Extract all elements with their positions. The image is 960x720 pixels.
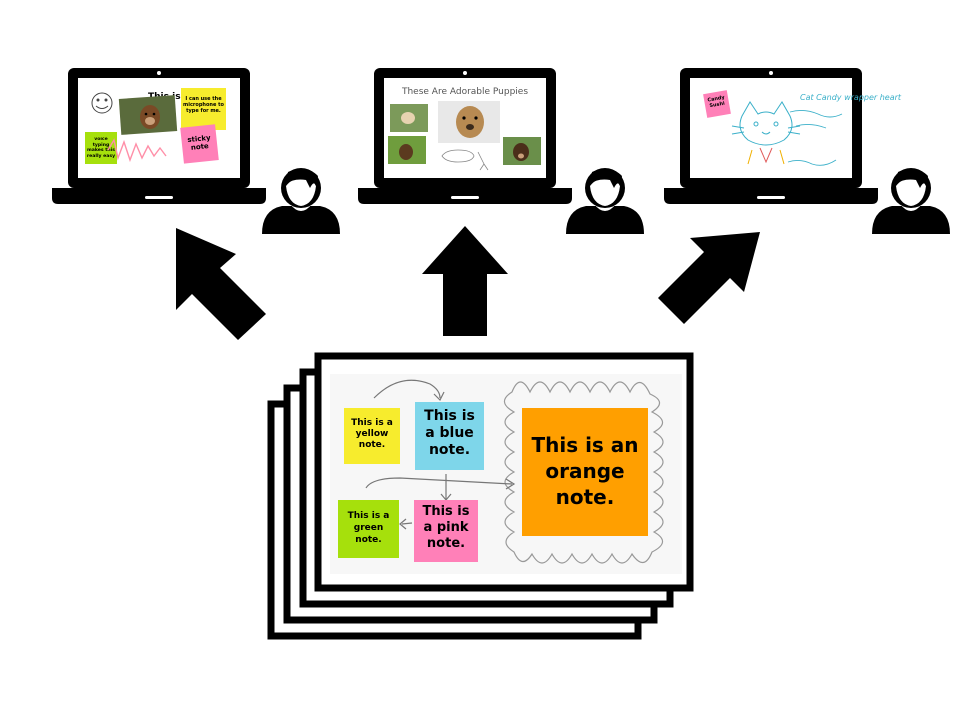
green-note: This is a green note.	[338, 500, 399, 558]
screen-middle-title: These Are Adorable Puppies	[401, 87, 528, 97]
screen-left-green-note-text: voice typing makes this really easy	[86, 137, 116, 159]
green-note-text: This is a green note.	[347, 511, 390, 545]
orange-note-text: This is an orange note.	[531, 433, 639, 509]
pink-note: This is a pink note.	[414, 500, 478, 562]
screen-content-middle: These Are Adorable Puppies	[388, 87, 541, 171]
yellow-note-text: This is a yellow note.	[351, 418, 393, 450]
laptop-icon	[52, 68, 266, 204]
screen-right-scribble	[787, 109, 843, 166]
arrow-right	[658, 232, 760, 324]
screen-content-right: Candy Sushi Cat Candy wrapper heart	[703, 90, 902, 166]
screen-left-scribble	[107, 138, 167, 163]
screen-content-left: This is I can use the microphone to type…	[85, 88, 226, 164]
puppy-photo	[503, 137, 541, 165]
puppy-photo	[388, 136, 426, 164]
laptop-icon	[664, 68, 878, 204]
person-icon	[262, 168, 340, 234]
arrow-left	[176, 228, 266, 340]
laptop-left: This is I can use the microphone to type…	[52, 68, 266, 204]
puppy-photo	[438, 101, 500, 143]
screen-left-yellow-note-text: I can use the microphone to type for me.	[183, 96, 224, 114]
cat-drawing	[731, 101, 801, 165]
laptop-right: Candy Sushi Cat Candy wrapper heart	[664, 68, 902, 204]
person-icon	[872, 168, 950, 234]
screen-left-green-note	[85, 132, 117, 164]
smiley-icon	[91, 92, 113, 114]
blue-note-text: This is a blue note.	[424, 408, 475, 458]
orange-note: This is an orange note.	[522, 408, 648, 536]
screen-middle-scribble	[441, 149, 489, 171]
screen-right-pink-note-text: Candy Sushi	[707, 94, 726, 110]
person-icon	[566, 168, 644, 234]
yellow-note: This is a yellow note.	[344, 408, 400, 464]
screen-right-handwriting: Cat Candy wrapper heart	[800, 93, 902, 102]
arrow-middle	[422, 226, 508, 336]
pink-note-text: This is a pink note.	[422, 504, 470, 551]
screen-right-pink-note	[703, 90, 731, 118]
arrow-up-icon	[176, 226, 760, 340]
screen-left-yellow-note	[181, 88, 226, 130]
puppy-photo	[390, 104, 428, 132]
laptop-middle: These Are Adorable Puppies	[358, 68, 572, 204]
blue-note: This is a blue note.	[415, 402, 484, 470]
puppy-photo	[118, 95, 178, 135]
screen-left-pink-note	[180, 124, 219, 164]
board-connectors	[365, 379, 516, 530]
board-scribble-frame	[503, 381, 664, 564]
screen-left-pink-note-text: sticky note	[186, 133, 211, 152]
